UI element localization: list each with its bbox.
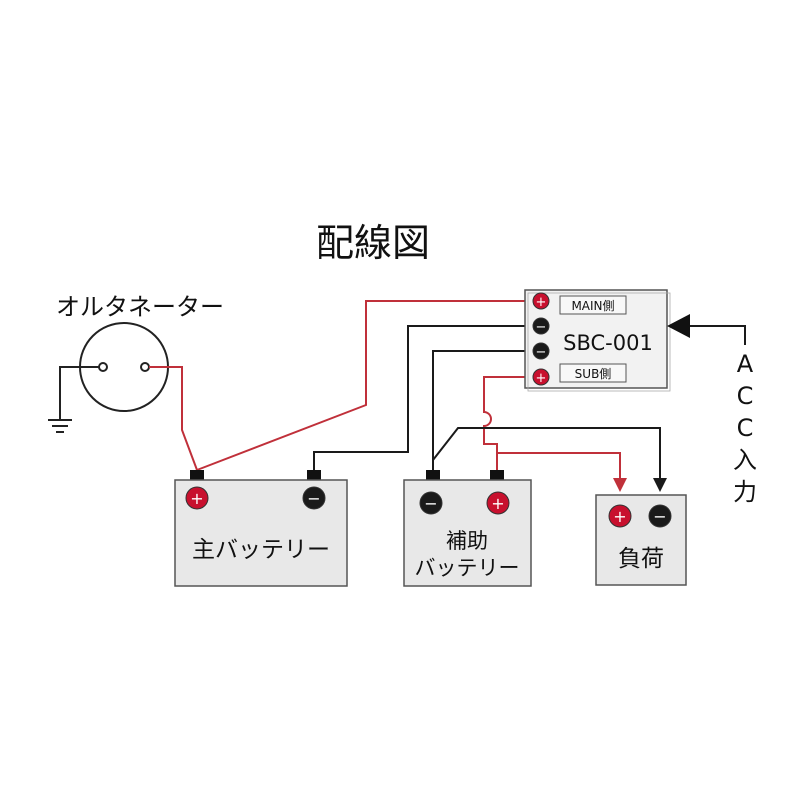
load-minus-terminal [648, 504, 672, 528]
acc-input-label: A C C 入 力 [733, 350, 757, 506]
sub-battery-plus-sign: + [491, 494, 504, 513]
acc-label-char: 力 [733, 478, 757, 506]
controller-terminal-sign: − [536, 320, 547, 335]
sub-battery-label-line2: バッテリー [415, 556, 520, 580]
load-plus-terminal [608, 504, 632, 528]
main-battery-minus-sign: − [307, 489, 320, 508]
wire-sub-minus-to-controller [432, 350, 530, 470]
wire-sub-plus-to-load-plus [496, 452, 621, 480]
wire-main-minus-to-controller [313, 325, 530, 470]
acc-label-char: 入 [733, 446, 757, 474]
main-side-label: MAIN側 [571, 299, 614, 313]
arrow-to-load-minus [653, 478, 667, 492]
ground-icon [48, 366, 99, 433]
controller-model-label: SBC-001 [563, 331, 653, 355]
sub-battery-minus-sign: − [424, 494, 437, 513]
diagram-title: 配線図 [316, 221, 430, 265]
alternator-output-terminal [140, 362, 150, 372]
load: + − 負荷 [595, 494, 687, 586]
wire-sub-minus-to-load-minus [432, 427, 661, 480]
controller-terminal-sign: + [536, 295, 547, 310]
alternator-label: オルタネーター [56, 293, 224, 321]
controller-terminal-sign: + [536, 371, 547, 386]
acc-label-char: C [737, 382, 754, 410]
main-battery-label: 主バッテリー [192, 537, 330, 563]
sub-battery-post-plus [490, 470, 504, 480]
controller-sub-minus-terminal [532, 342, 550, 360]
sub-side-badge [559, 363, 627, 383]
sub-battery: − + 補助 バッテリー [403, 470, 532, 587]
sub-battery-minus-terminal [419, 491, 443, 515]
acc-label-char: C [737, 414, 754, 442]
load-plus-sign: + [613, 507, 626, 526]
positive-wires [149, 300, 621, 480]
alternator-ground-terminal [98, 362, 108, 372]
sub-battery-label-line1: 補助 [446, 529, 488, 553]
main-battery-minus-terminal [302, 486, 326, 510]
wire-main-plus-to-controller [196, 300, 530, 471]
negative-wires [313, 325, 746, 480]
controller-sub-plus-terminal [532, 368, 550, 386]
controller-main-minus-terminal [532, 317, 550, 335]
controller-sbc: + − − + MAIN側 SBC-001 SUB側 [524, 289, 690, 392]
controller-terminal-sign: − [536, 345, 547, 360]
wire-acc-input [690, 325, 746, 345]
sub-battery-post-minus [426, 470, 440, 480]
wire-alternator-to-main-plus [149, 366, 198, 471]
acc-connector-icon [667, 314, 690, 338]
main-battery-plus-terminal [185, 486, 209, 510]
sub-battery-plus-terminal [486, 491, 510, 515]
main-battery-post-plus [190, 470, 204, 480]
main-side-badge [559, 295, 627, 315]
sub-side-label: SUB側 [575, 367, 612, 381]
acc-label-char: A [737, 350, 754, 378]
wire-controller-sub-to-load [483, 376, 530, 470]
load-label: 負荷 [618, 546, 664, 572]
arrow-to-load-plus [613, 478, 627, 492]
main-battery-post-minus [307, 470, 321, 480]
controller-main-plus-terminal [532, 292, 550, 310]
load-minus-sign: − [653, 507, 666, 526]
main-battery-plus-sign: + [190, 489, 203, 508]
main-battery: + − 主バッテリー [174, 470, 348, 587]
